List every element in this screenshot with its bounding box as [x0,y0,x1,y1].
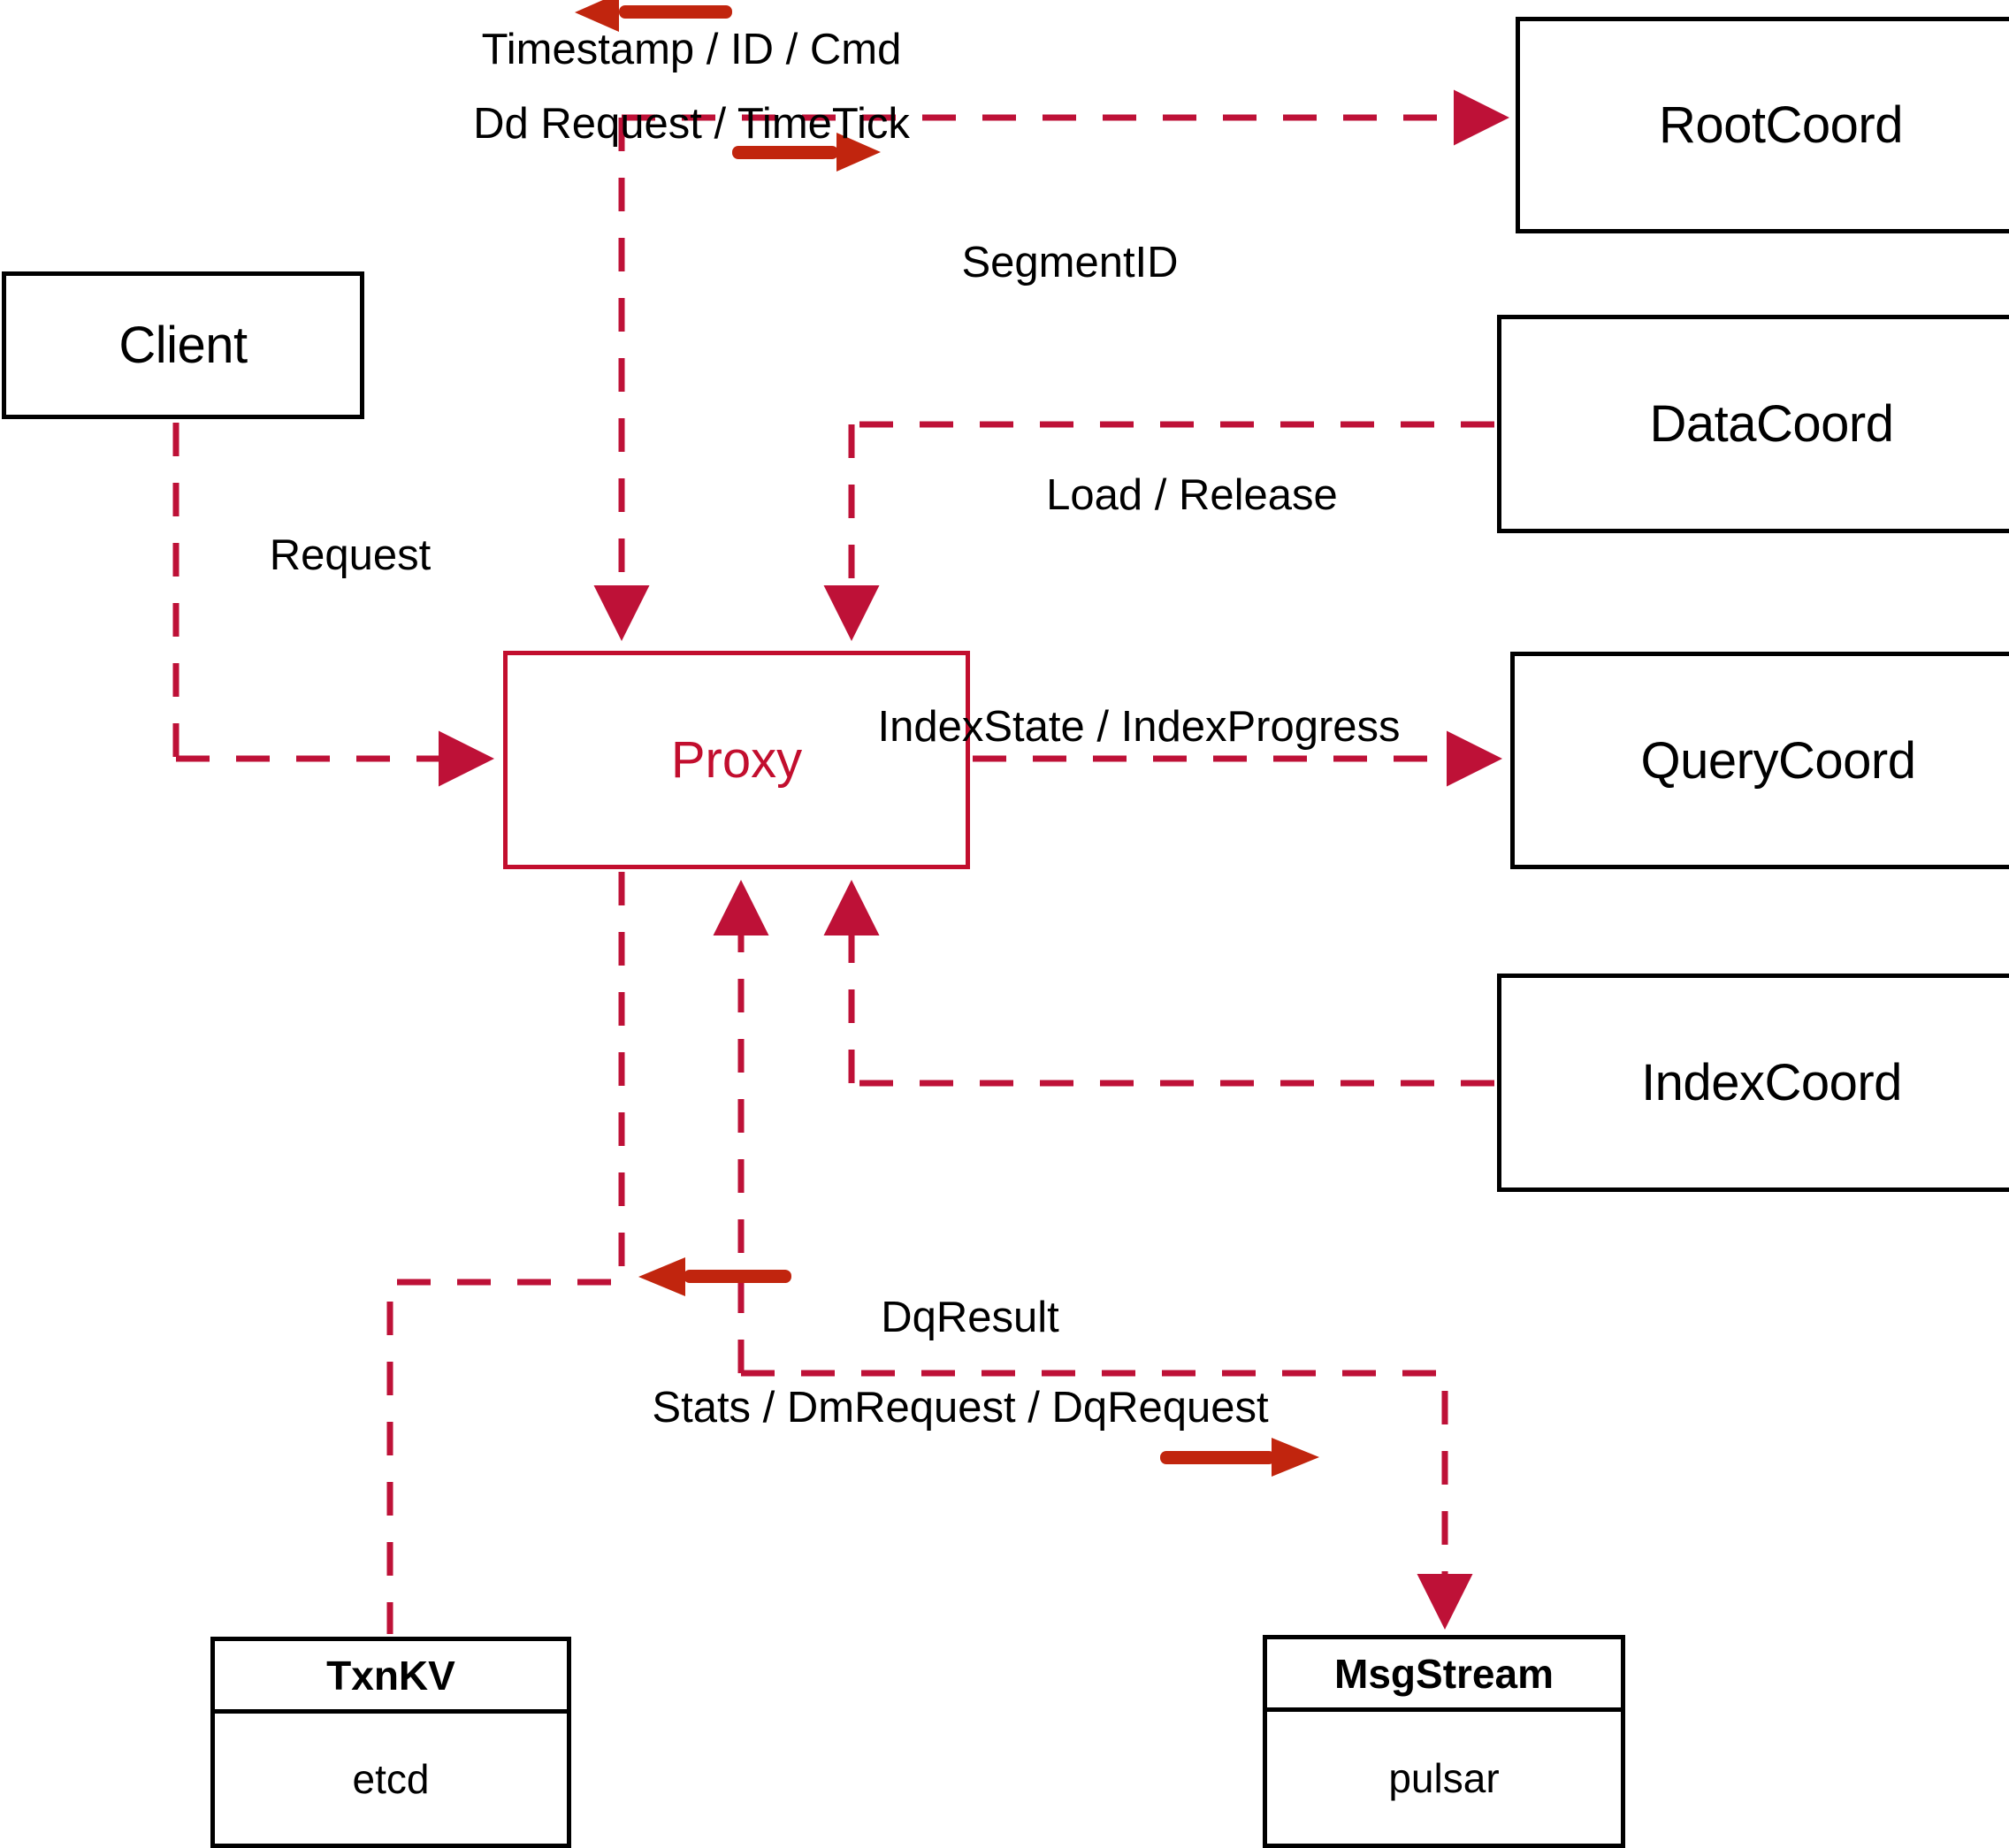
node-querycoord[interactable]: QueryCoord [1510,652,2009,869]
dqrequest-arrow-icon [1160,1438,1319,1477]
node-txnkv[interactable]: TxnKV etcd [210,1637,571,1848]
dqresult-arrow-icon [638,1257,791,1296]
node-txnkv-header: TxnKV [215,1641,567,1714]
edge-label-dq-result: DqResult [881,1294,1059,1341]
node-indexcoord[interactable]: IndexCoord [1497,974,2009,1192]
edge-label-index-state-progress: IndexState / IndexProgress [877,703,1401,751]
edge-proxy-to-msgstream [741,1370,1473,1630]
edge-label-timestamp-id-cmd: Timestamp / ID / Cmd [481,26,902,73]
timestamp-arrow-icon [575,0,732,32]
node-rootcoord-label: RootCoord [1659,96,1903,154]
node-datacoord[interactable]: DataCoord [1497,315,2009,533]
node-msgstream-header: MsgStream [1267,1639,1621,1712]
node-msgstream[interactable]: MsgStream pulsar [1263,1635,1625,1848]
edge-label-dd-request-timetick: Dd Request / TimeTick [473,100,910,148]
edge-label-load-release: Load / Release [1046,471,1338,519]
node-msgstream-body: pulsar [1388,1754,1500,1801]
node-proxy[interactable]: Proxy [503,651,970,869]
edge-label-segment-id: SegmentID [961,239,1179,286]
node-indexcoord-label: IndexCoord [1641,1054,1902,1111]
node-rootcoord[interactable]: RootCoord [1516,17,2009,233]
node-proxy-label: Proxy [670,731,803,789]
node-querycoord-label: QueryCoord [1640,731,1916,790]
edge-proxy-to-txnkv [386,872,625,1634]
edge-label-stats-dm-dq-request: Stats / DmRequest / DqRequest [652,1384,1269,1432]
node-client-label: Client [118,317,248,374]
node-txnkv-body: etcd [352,1755,430,1802]
node-datacoord-label: DataCoord [1649,395,1894,453]
ddrequest-arrow-icon [732,133,881,172]
edge-label-request: Request [269,531,432,579]
node-client[interactable]: Client [2,271,364,419]
